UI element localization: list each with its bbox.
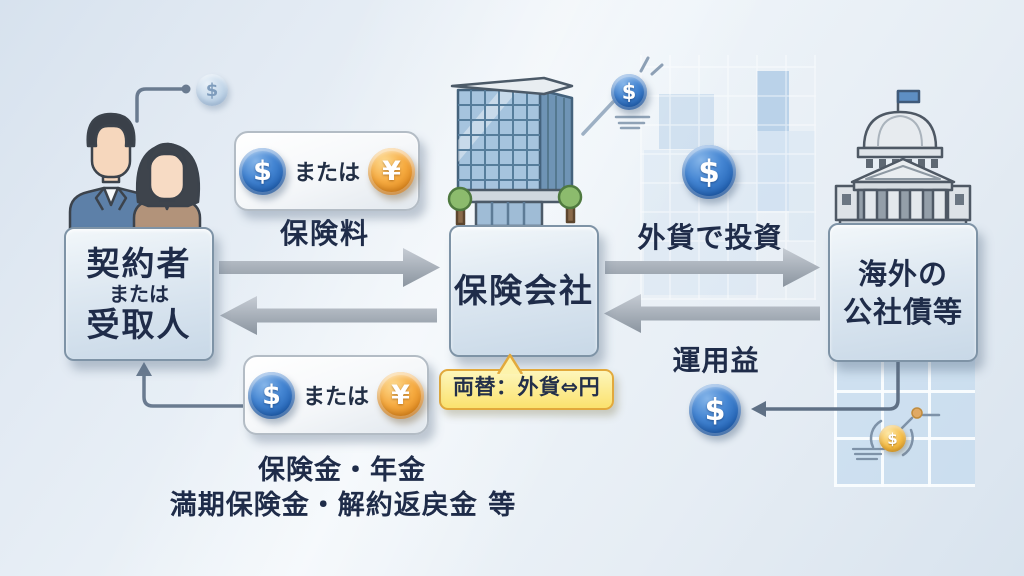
exchange-note-label: 両替：外貨⇔円 <box>453 375 601 399</box>
dollar-symbol: $ <box>704 392 726 428</box>
or-label: または <box>302 385 369 410</box>
invest-dollar-coin-icon: $ <box>682 145 736 199</box>
dollar-symbol: $ <box>621 80 637 104</box>
policyholder-box: 契約者 または 受取人 <box>64 227 214 361</box>
dollar-coin-icon: $ <box>247 371 295 419</box>
bubble-pointer-icon <box>497 353 523 374</box>
policyholder-label-line2: または <box>109 281 169 306</box>
yen-symbol: ¥ <box>391 379 410 411</box>
dollar-symbol: $ <box>262 379 281 411</box>
background-bar-decoration <box>757 131 789 211</box>
premium-currency-pill: $ または ¥ <box>234 131 420 211</box>
insurance-company-label: 保険会社 <box>454 271 594 310</box>
or-label: または <box>293 161 360 186</box>
pale-dollar-coin-icon: $ <box>196 74 228 106</box>
insurance-company-box: 保険会社 <box>449 225 599 357</box>
overseas-bonds-label-line2: 公社債等 <box>842 294 963 329</box>
gold-dollar-coin-icon: $ <box>879 425 906 452</box>
dollar-coin-icon: $ <box>238 147 286 195</box>
dollar-symbol: $ <box>253 155 272 187</box>
dollar-symbol: $ <box>698 154 720 190</box>
payout-label-line2: 満期保険金・解約返戻金 等 <box>169 490 517 521</box>
premium-label: 保険料 <box>279 217 371 250</box>
payout-currency-pill: $ または ¥ <box>243 355 429 435</box>
dollar-symbol: $ <box>205 79 219 101</box>
background-grid-bottom-right <box>834 352 975 487</box>
background-square-decoration <box>659 94 714 149</box>
yen-coin-icon: ¥ <box>377 371 424 419</box>
dollar-symbol: $ <box>887 429 898 448</box>
office-building-illustration <box>447 76 583 228</box>
policyholder-label-line1: 契約者 <box>86 243 192 283</box>
exchange-note-bubble: 両替：外貨⇔円 <box>439 353 615 410</box>
yen-coin-icon: ¥ <box>368 147 415 195</box>
sparkle-dollar-coin-icon: $ <box>611 74 647 110</box>
government-building-illustration <box>834 89 972 226</box>
background-bar-decoration <box>757 71 789 131</box>
background-square-decoration <box>789 131 815 241</box>
yen-symbol: ¥ <box>382 155 401 187</box>
policyholder-label-line3: 受取人 <box>86 304 192 344</box>
overseas-bonds-label-line1: 海外の <box>857 256 948 291</box>
returns-label: 運用益 <box>672 344 760 377</box>
payout-label-line1: 保険金・年金 <box>258 455 426 486</box>
couple-illustration <box>68 112 202 232</box>
overseas-bonds-box: 海外の 公社債等 <box>828 223 978 362</box>
returns-dollar-coin-icon: $ <box>689 384 741 436</box>
invest-label: 外貨で投資 <box>637 221 783 254</box>
